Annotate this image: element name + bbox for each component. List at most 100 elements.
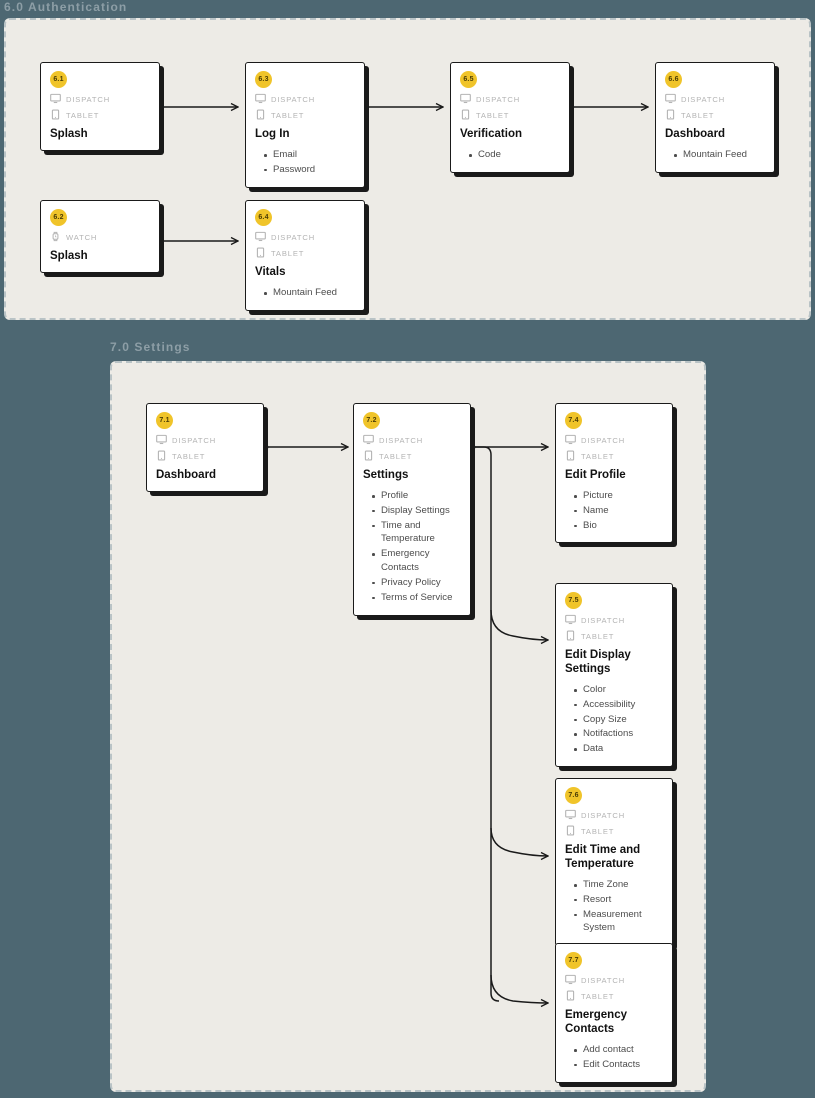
platform-label: DISPATCH	[476, 95, 521, 104]
platform-row-dispatch: DISPATCH	[460, 93, 560, 106]
platform-label: DISPATCH	[581, 811, 626, 820]
list-item: Password	[264, 163, 355, 177]
card-title: Edit Display Settings	[565, 649, 631, 676]
card-title: Verification	[460, 128, 522, 140]
list-item: Terms of Service	[372, 591, 461, 605]
list-item: Data	[574, 742, 663, 756]
platform-label: DISPATCH	[379, 436, 424, 445]
platform-row-dispatch: DISPATCH	[50, 93, 150, 106]
list-item: Display Settings	[372, 504, 461, 518]
platform-row-dispatch: DISPATCH	[565, 614, 663, 627]
card-title: Emergency Contacts	[565, 1009, 628, 1036]
card-6-5[interactable]: 6.5 DISPATCH TABLET Verification Code	[450, 62, 570, 173]
platform-label: TABLET	[581, 827, 615, 836]
platform-label: DISPATCH	[581, 976, 626, 985]
monitor-icon	[50, 91, 61, 109]
card-item-list: Picture Name Bio	[565, 489, 663, 532]
list-item: Name	[574, 504, 663, 518]
platform-row-dispatch: DISPATCH	[665, 93, 765, 106]
tablet-icon	[255, 107, 266, 125]
card-6-4[interactable]: 6.4 DISPATCH TABLET Vitals Mountain Feed	[245, 200, 365, 311]
list-item: Bio	[574, 519, 663, 533]
list-item: Profile	[372, 489, 461, 503]
card-7-1[interactable]: 7.1 DISPATCH TABLET Dashboard	[146, 403, 264, 493]
list-item: Time and Temperature	[372, 519, 461, 547]
tablet-icon	[363, 448, 374, 466]
card-item-list: Add contact Edit Contacts	[565, 1043, 663, 1072]
card-item-list: Mountain Feed	[255, 286, 355, 300]
card-badge: 6.5	[460, 71, 477, 88]
platform-row-tablet: TABLET	[255, 107, 355, 125]
platform-label: TABLET	[681, 111, 715, 120]
card-6-2[interactable]: 6.2 WATCH Splash	[40, 200, 160, 274]
platform-row-dispatch: DISPATCH	[565, 434, 663, 447]
card-title: Splash	[50, 128, 88, 140]
monitor-icon	[460, 91, 471, 109]
platform-label: DISPATCH	[66, 95, 111, 104]
tablet-icon	[156, 448, 167, 466]
platform-label: TABLET	[581, 992, 615, 1001]
platform-label: TABLET	[172, 452, 206, 461]
card-6-1[interactable]: 6.1 DISPATCH TABLET Splash	[40, 62, 160, 152]
platform-row-tablet: TABLET	[565, 989, 663, 1003]
card-item-list: Mountain Feed	[665, 148, 765, 162]
monitor-icon	[565, 807, 576, 825]
platform-label: DISPATCH	[271, 95, 316, 104]
list-item: Edit Contacts	[574, 1058, 663, 1072]
list-item: Accessibility	[574, 698, 663, 712]
tablet-icon	[460, 107, 471, 125]
card-title: Dashboard	[665, 128, 726, 140]
tablet-icon	[255, 245, 266, 263]
list-item: Emergency Contacts	[372, 547, 461, 575]
platform-label: TABLET	[271, 249, 305, 258]
card-7-2[interactable]: 7.2 DISPATCH TABLET Settings Profile Dis…	[353, 403, 471, 616]
tablet-icon	[565, 448, 576, 466]
tablet-icon	[665, 107, 676, 125]
list-item: Picture	[574, 489, 663, 503]
platform-label: TABLET	[581, 632, 615, 641]
card-title: Splash	[50, 250, 88, 262]
platform-row-tablet: TABLET	[565, 824, 663, 838]
platform-row-tablet: TABLET	[50, 108, 150, 122]
platform-row-tablet: TABLET	[363, 448, 461, 466]
card-badge: 6.2	[50, 209, 67, 226]
platform-row-tablet: TABLET	[665, 107, 765, 125]
list-item: Notifactions	[574, 727, 663, 741]
card-7-5[interactable]: 7.5 DISPATCH TABLET Edit Display Setting…	[555, 583, 673, 768]
card-item-list: Email Password	[255, 148, 355, 177]
monitor-icon	[665, 91, 676, 109]
card-7-4[interactable]: 7.4 DISPATCH TABLET Edit Profile Picture…	[555, 403, 673, 544]
card-badge: 7.2	[363, 412, 380, 429]
card-badge: 7.5	[565, 592, 582, 609]
platform-row-tablet: TABLET	[460, 107, 560, 125]
list-item: Code	[469, 148, 560, 162]
platform-label: DISPATCH	[581, 616, 626, 625]
card-7-6[interactable]: 7.6 DISPATCH TABLET Edit Time and Temper…	[555, 778, 673, 947]
card-badge: 7.7	[565, 952, 582, 969]
list-item: Email	[264, 148, 355, 162]
platform-row-tablet: TABLET	[156, 448, 254, 466]
card-badge: 6.6	[665, 71, 682, 88]
card-6-6[interactable]: 6.6 DISPATCH TABLET Dashboard Mountain F…	[655, 62, 775, 173]
platform-row-dispatch: DISPATCH	[255, 231, 355, 244]
list-item: Mountain Feed	[264, 286, 355, 300]
section-title-authentication: 6.0 Authentication	[4, 0, 128, 14]
card-title: Vitals	[255, 266, 286, 278]
list-item: Copy Size	[574, 713, 663, 727]
monitor-icon	[363, 432, 374, 450]
list-item: Time Zone	[574, 878, 663, 892]
section-title-settings: 7.0 Settings	[110, 340, 191, 354]
platform-label: DISPATCH	[681, 95, 726, 104]
card-item-list: Time Zone Resort Measurement System	[565, 878, 663, 935]
platform-label: TABLET	[476, 111, 510, 120]
platform-row-tablet: TABLET	[255, 245, 355, 263]
platform-row-tablet: TABLET	[565, 448, 663, 466]
card-6-3[interactable]: 6.3 DISPATCH TABLET Log In Email Passwor…	[245, 62, 365, 188]
card-title: Settings	[363, 469, 409, 481]
card-title: Edit Profile	[565, 469, 626, 481]
platform-row-tablet: TABLET	[565, 629, 663, 643]
card-item-list: Color Accessibility Copy Size Notifactio…	[565, 683, 663, 756]
list-item: Color	[574, 683, 663, 697]
card-7-7[interactable]: 7.7 DISPATCH TABLET Emergency Contacts A…	[555, 943, 673, 1083]
